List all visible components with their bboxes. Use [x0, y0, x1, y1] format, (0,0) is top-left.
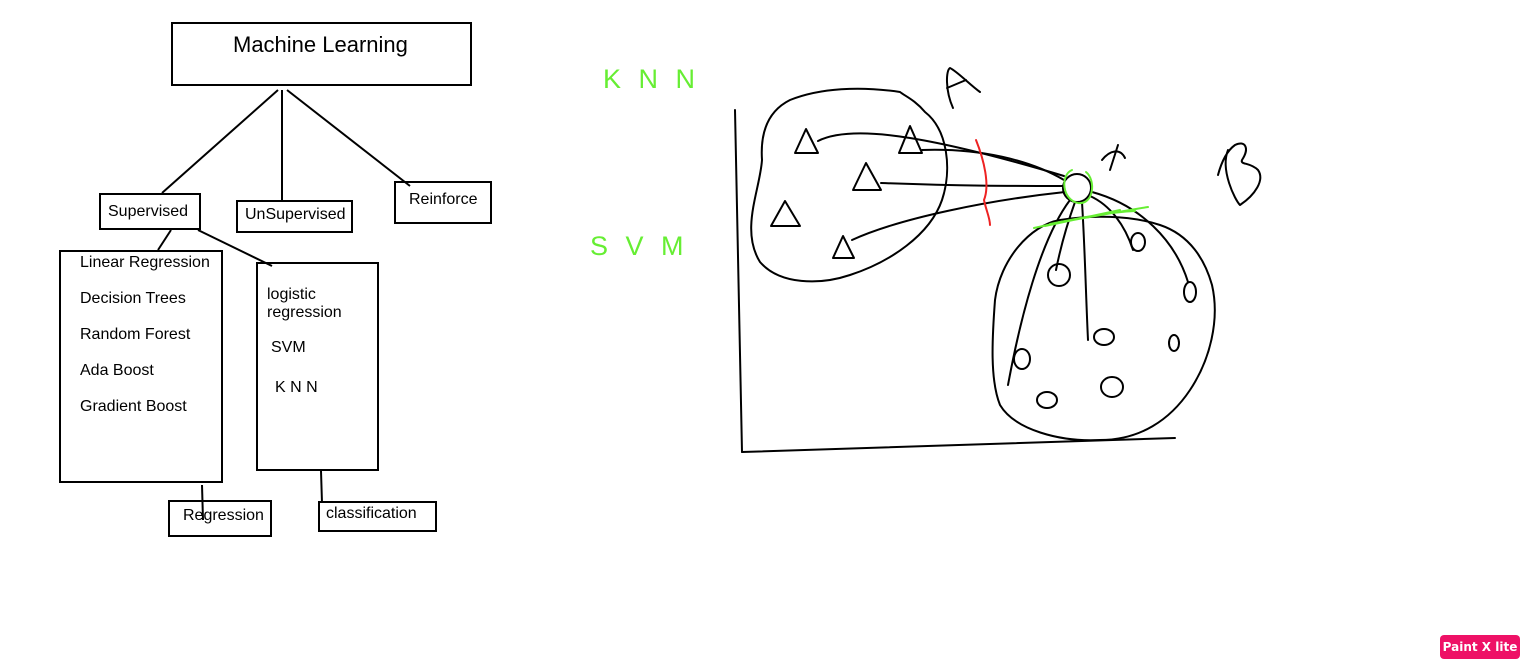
- triangle-point-3: [852, 162, 882, 191]
- green-margin-line: [1033, 206, 1149, 229]
- triangle-point-2: [898, 125, 923, 154]
- classification-algorithms-box: logistic regression SVM K N N: [256, 262, 379, 471]
- machine-learning-box: Machine Learning: [171, 22, 472, 86]
- algorithm-random-forest: Random Forest: [80, 326, 191, 343]
- circle-point-1: [1047, 263, 1071, 287]
- connector-supervised-regression: [157, 229, 172, 251]
- algorithm-linear-regression: Linear Regression: [80, 254, 210, 271]
- algorithm-logistic-regression: logistic regression: [267, 286, 342, 321]
- distance-line-4: [851, 191, 1066, 241]
- query-point-label: [1101, 144, 1126, 171]
- knn-annotation: K N N: [603, 64, 701, 94]
- circle-point-5: [1168, 334, 1180, 352]
- triangle-point-1: [794, 128, 819, 154]
- class-a-letter: [946, 67, 981, 109]
- connector-root-supervised: [161, 89, 279, 194]
- cluster-a-outline: [750, 87, 949, 283]
- algorithm-knn: K N N: [275, 379, 318, 396]
- distance-line-5: [1007, 199, 1071, 386]
- classification-label: classification: [326, 505, 417, 522]
- algorithm-decision-trees: Decision Trees: [80, 290, 186, 307]
- distance-line-6: [1055, 201, 1076, 271]
- algorithm-ada-boost: Ada Boost: [80, 362, 154, 379]
- machine-learning-title: Machine Learning: [233, 32, 408, 57]
- green-neighborhood-circle: [1063, 169, 1094, 205]
- unsupervised-label: UnSupervised: [245, 206, 346, 223]
- y-axis: [734, 109, 743, 453]
- unsupervised-box: UnSupervised: [236, 200, 353, 233]
- reinforce-label: Reinforce: [409, 191, 478, 208]
- distance-line-2: [921, 148, 1065, 181]
- class-b-letter: [1217, 142, 1262, 206]
- algorithm-svm: SVM: [271, 339, 306, 356]
- circle-point-6: [1013, 348, 1031, 370]
- distance-line-3: [880, 182, 1064, 187]
- triangle-point-5: [832, 235, 855, 259]
- distance-line-8: [1089, 195, 1134, 251]
- paint-x-lite-badge[interactable]: Paint X lite: [1440, 635, 1520, 659]
- supervised-box: Supervised: [99, 193, 201, 230]
- regression-label-box: Regression: [168, 500, 272, 537]
- circle-point-2: [1130, 232, 1146, 252]
- decision-boundary-red: [975, 139, 991, 226]
- distance-line-1: [817, 132, 1065, 177]
- distance-line-9: [1091, 191, 1189, 283]
- circle-point-7: [1100, 376, 1124, 398]
- connector-classification-label: [320, 470, 323, 504]
- triangle-point-4: [770, 200, 801, 227]
- algorithm-gradient-boost: Gradient Boost: [80, 398, 187, 415]
- circle-point-8: [1036, 391, 1058, 409]
- circle-point-3: [1183, 281, 1197, 303]
- classification-label-box: classification: [318, 501, 437, 532]
- regression-label: Regression: [183, 507, 264, 524]
- supervised-label: Supervised: [108, 203, 189, 220]
- cluster-b-outline: [991, 215, 1216, 442]
- svm-annotation: S V M: [590, 231, 689, 261]
- circle-point-4: [1093, 328, 1115, 346]
- x-axis: [741, 437, 1176, 453]
- query-point: [1062, 173, 1092, 203]
- reinforce-box: Reinforce: [394, 181, 492, 224]
- distance-line-7: [1081, 201, 1089, 341]
- connector-root-reinforce: [286, 89, 411, 187]
- regression-algorithms-box: Linear Regression Decision Trees Random …: [59, 250, 223, 483]
